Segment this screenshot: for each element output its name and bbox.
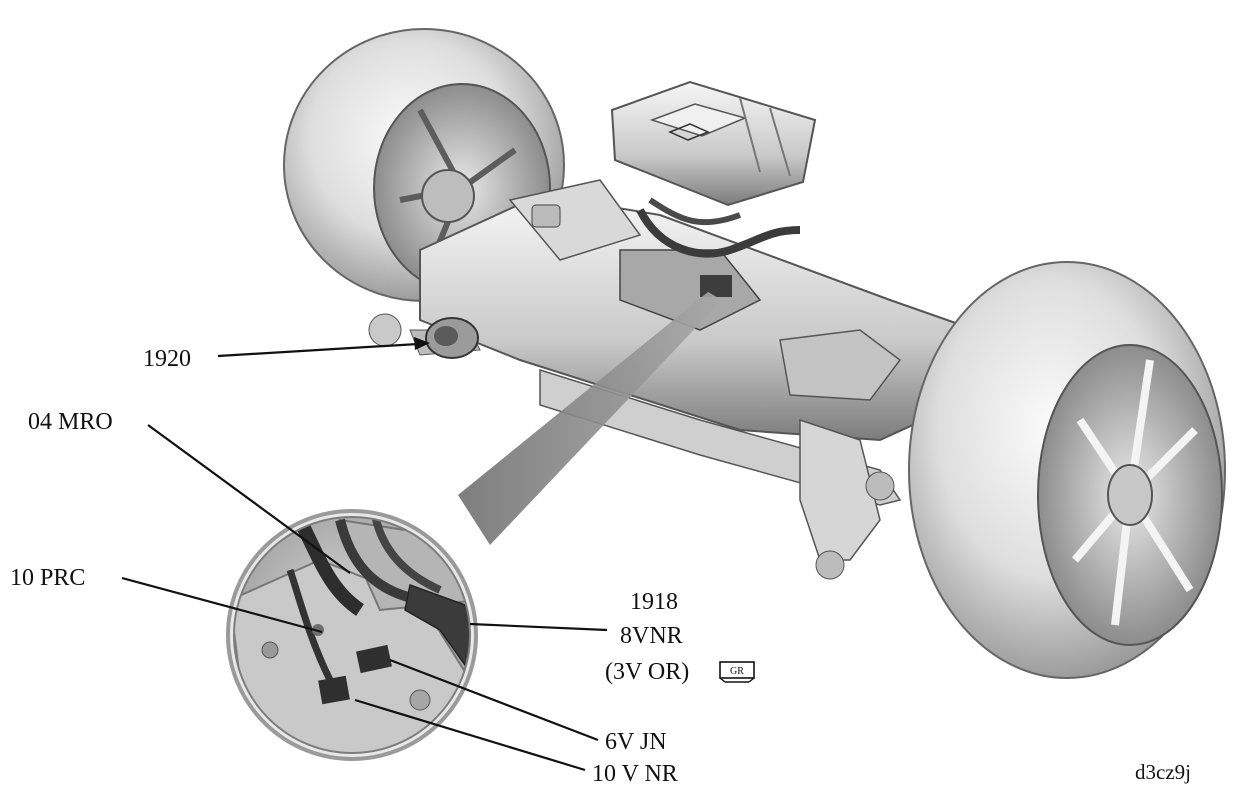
leader-6v-jn (389, 658, 599, 742)
label-3v-or: (3V OR) (605, 659, 690, 685)
zoom-callout-beam (458, 292, 722, 545)
component-1920 (368, 313, 479, 359)
leader-1918 (469, 622, 608, 632)
label-10v-nr: 10 V NR (592, 761, 678, 787)
subframe (409, 179, 1002, 580)
leader-10-prc (121, 576, 323, 634)
detail-view (226, 509, 478, 761)
control-module (610, 80, 817, 207)
leader-1920 (217, 337, 430, 358)
ground-point-icon: GR (719, 661, 755, 683)
label-6v-jn: 6V JN (605, 729, 667, 755)
label-04-mro: 04 MRO (28, 409, 113, 435)
label-8vnr: 8VNR (620, 623, 683, 649)
leader-lines (121, 337, 608, 772)
right-wheel (908, 261, 1226, 679)
label-10-prc: 10 PRC (10, 565, 86, 591)
leader-04-mro (147, 424, 351, 574)
label-1918: 1918 (630, 589, 678, 615)
label-1920: 1920 (143, 346, 191, 372)
leader-10v-nr (354, 698, 586, 772)
ground-icon-text: GR (730, 666, 744, 677)
figure-code: d3cz9j (1135, 760, 1191, 784)
